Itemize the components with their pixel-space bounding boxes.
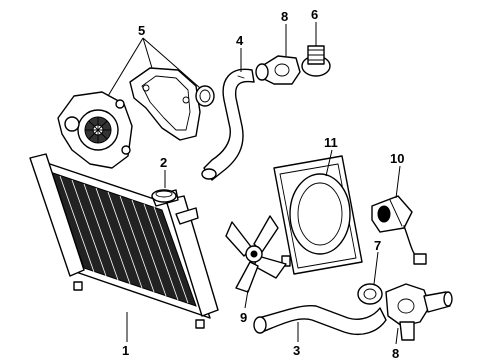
thermostat [301,45,331,77]
fan-motor [371,195,427,265]
callout-8-upper: 8 [281,9,288,24]
radiator [29,153,219,329]
upper-hose [201,68,255,181]
callout-11: 11 [324,135,338,150]
callout-7: 7 [374,238,381,253]
callout-8-lower: 8 [392,346,399,360]
water-pump-gasket [129,67,201,141]
callout-4: 4 [236,33,244,48]
radiator-cap [151,189,177,203]
leader-lines [107,22,401,345]
callout-10: 10 [390,151,404,166]
water-pump [57,91,133,169]
cooling-fan [225,215,287,293]
callout-labels: 1 2 3 4 5 6 7 8 8 9 10 11 [122,7,404,360]
callout-5: 5 [138,23,145,38]
callout-9: 9 [240,310,247,325]
fan-shroud [273,155,363,275]
o-ring [195,85,215,107]
callout-1: 1 [122,343,129,358]
callout-3: 3 [293,343,300,358]
callout-6: 6 [311,7,318,22]
lower-hose [253,304,387,336]
thermostat-housing-upper [255,55,301,85]
callout-2: 2 [160,155,167,170]
thermostat-gasket [357,283,383,305]
water-inlet-housing [385,283,453,341]
